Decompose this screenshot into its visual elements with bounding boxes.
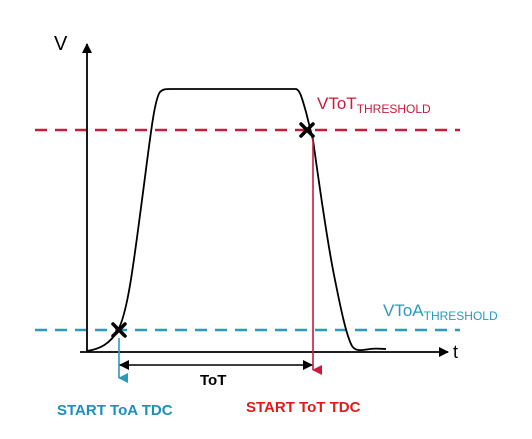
toa-threshold-label: VToATHRESHOLD	[383, 301, 498, 323]
y-axis-label: V	[54, 33, 68, 55]
x-axis-label: t	[453, 342, 458, 362]
toa-threshold-label-main: VToA	[383, 301, 424, 320]
tot-threshold-label-sub: THRESHOLD	[357, 102, 431, 116]
toa-threshold-label-sub: THRESHOLD	[424, 309, 498, 323]
tot-crossing-marker	[299, 122, 315, 138]
toa-crossing-marker	[111, 322, 127, 338]
tot-duration-label: ToT	[200, 372, 226, 389]
tot-threshold-label: VToTTHRESHOLD	[317, 94, 431, 116]
start-toa-label: START ToA TDC	[57, 402, 173, 419]
pulse-waveform	[86, 88, 387, 352]
start-tot-label: START ToT TDC	[246, 399, 361, 416]
tot-threshold-label-main: VToT	[317, 94, 357, 113]
